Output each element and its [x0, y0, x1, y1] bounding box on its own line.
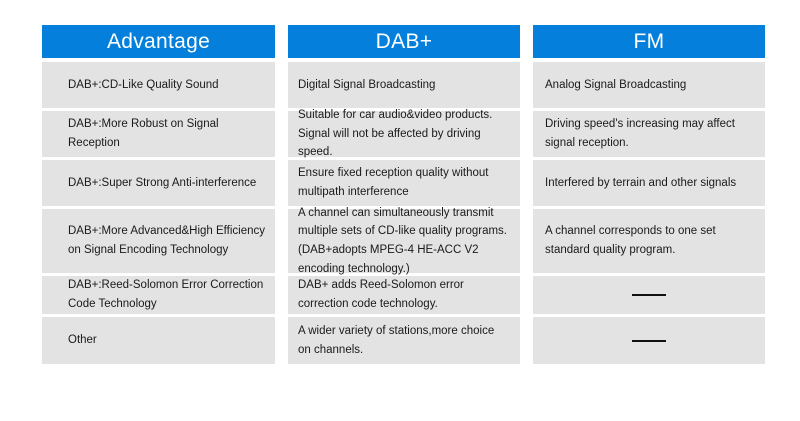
cell-fm-2: Driving speed's increasing may affect si… — [533, 111, 765, 157]
column-advantage: Advantage DAB+:CD-Like Quality Sound DAB… — [42, 25, 275, 364]
cell-dab-4-text: A channel can simultaneously transmit mu… — [298, 206, 507, 275]
em-dash-icon — [632, 339, 666, 342]
comparison-table: Advantage DAB+:CD-Like Quality Sound DAB… — [42, 25, 765, 364]
cell-advantage-2: DAB+:More Robust on Signal Reception — [42, 111, 275, 157]
cell-dab-6: A wider variety of stations,more choice … — [288, 317, 520, 364]
cell-fm-2-text: Driving speed's increasing may affect si… — [545, 118, 735, 149]
cell-fm-4: A channel corresponds to one set standar… — [533, 209, 765, 273]
cell-dab-4: A channel can simultaneously transmit mu… — [288, 207, 520, 275]
column-dab-plus: DAB+ Digital Signal Broadcasting Suitabl… — [288, 25, 520, 364]
cell-advantage-1-text: DAB+:CD-Like Quality Sound — [68, 78, 219, 91]
comparison-table-container: Advantage DAB+:CD-Like Quality Sound DAB… — [42, 25, 765, 364]
cell-dab-2: Suitable for car audio&video products. S… — [288, 109, 520, 158]
cell-fm-6 — [533, 317, 765, 364]
cell-advantage-6: Other — [42, 317, 275, 364]
column-header-fm: FM — [533, 25, 765, 58]
cell-advantage-4-text: DAB+:More Advanced&High Efficiency on Si… — [68, 225, 265, 256]
column-fm: FM Analog Signal Broadcasting Driving sp… — [533, 25, 765, 364]
cell-dab-3: Ensure fixed reception quality without m… — [288, 160, 520, 206]
cell-dab-3-text: Ensure fixed reception quality without m… — [298, 167, 489, 198]
cell-dab-5-text: DAB+ adds Reed-Solomon error correction … — [298, 279, 464, 310]
cell-dab-1-text: Digital Signal Broadcasting — [298, 78, 436, 91]
cell-fm-4-text: A channel corresponds to one set standar… — [545, 225, 716, 256]
cell-advantage-6-text: Other — [68, 334, 97, 347]
cell-dab-1: Digital Signal Broadcasting — [288, 62, 520, 108]
cell-advantage-2-text: DAB+:More Robust on Signal Reception — [68, 118, 219, 149]
cell-advantage-4: DAB+:More Advanced&High Efficiency on Si… — [42, 209, 275, 273]
cell-fm-3: Interfered by terrain and other signals — [533, 160, 765, 206]
column-header-advantage: Advantage — [42, 25, 275, 58]
cell-dab-2-text: Suitable for car audio&video products. S… — [298, 109, 493, 159]
cell-fm-5 — [533, 276, 765, 314]
cell-advantage-3-text: DAB+:Super Strong Anti-interference — [68, 176, 257, 189]
cell-advantage-1: DAB+:CD-Like Quality Sound — [42, 62, 275, 108]
cell-advantage-3: DAB+:Super Strong Anti-interference — [42, 160, 275, 206]
cell-fm-1: Analog Signal Broadcasting — [533, 62, 765, 108]
cell-dab-5: DAB+ adds Reed-Solomon error correction … — [288, 276, 520, 314]
cell-fm-1-text: Analog Signal Broadcasting — [545, 78, 687, 91]
column-header-dab-plus: DAB+ — [288, 25, 520, 58]
em-dash-icon — [632, 294, 666, 296]
cell-dab-6-text: A wider variety of stations,more choice … — [298, 324, 495, 356]
cell-advantage-5-text: DAB+:Reed-Solomon Error Correction Code … — [68, 279, 264, 310]
cell-fm-3-text: Interfered by terrain and other signals — [545, 176, 737, 189]
cell-advantage-5: DAB+:Reed-Solomon Error Correction Code … — [42, 276, 275, 314]
